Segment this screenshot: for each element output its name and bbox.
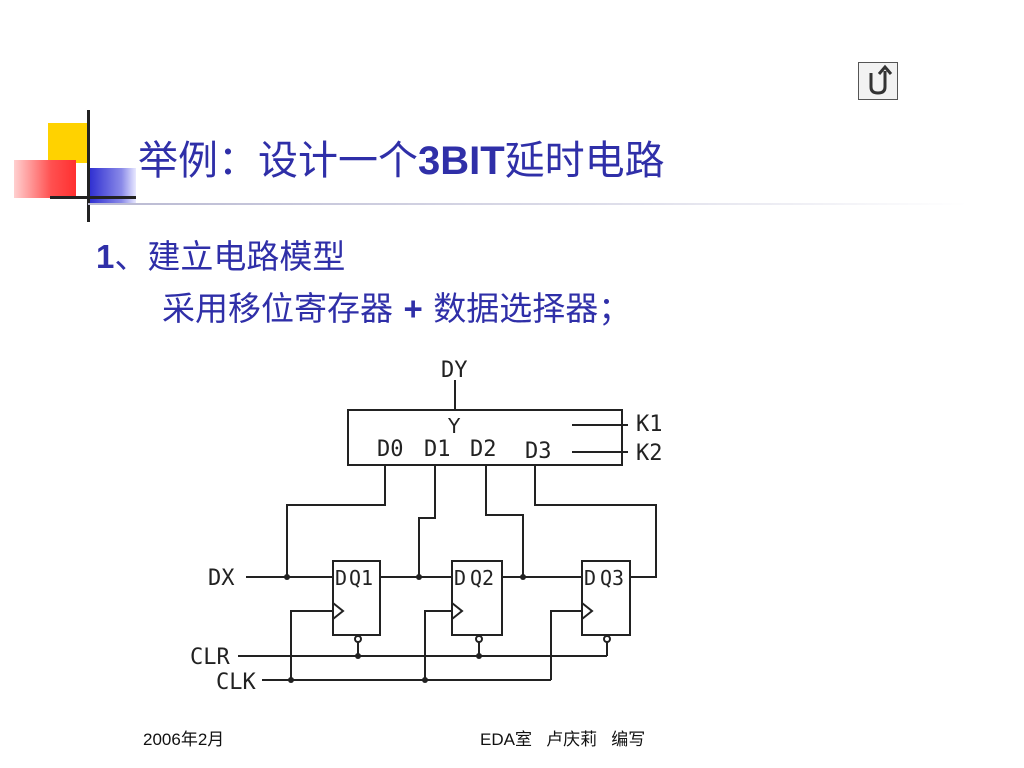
ff3-d-label: D [584,566,596,590]
page-title: 举例：设计一个3BIT延时电路 [138,138,665,184]
ff3-q-label: Q3 [600,566,624,590]
footer-author: EDA室 卢庆莉 编写 [480,730,646,749]
section-description: 采用移位寄存器 + 数据选择器； [162,289,632,328]
return-arrow-icon [869,64,893,95]
ff1-d-label: D [335,566,347,590]
decoration-red-block [14,160,76,198]
section-heading: 1、建立电路模型 [96,237,346,276]
select-k1-label: K1 [636,412,663,437]
decoration-horizontal-line [50,196,136,199]
flipflop-1 [332,560,381,636]
clr-label: CLR [190,645,230,670]
ff2-q-label: Q2 [470,566,494,590]
ff1-q-label: Q1 [349,566,373,590]
flipflop-3 [581,560,631,636]
mux-y-label: Y [447,414,461,438]
select-k2-label: K2 [636,441,663,466]
mux-output-label: DY [441,358,468,383]
footer-date: 2006年2月 [143,730,225,749]
decoration-vertical-line [87,110,90,222]
dx-label: DX [208,566,235,591]
clk-label: CLK [216,670,256,695]
flipflop-2 [451,560,503,636]
ff2-d-label: D [454,566,466,590]
return-button[interactable] [858,62,898,100]
mux-input-d2: D2 [470,437,497,462]
decoration-yellow-block [48,123,88,163]
mux-input-d1: D1 [424,437,451,462]
title-rule [88,203,968,205]
mux-input-d3: D3 [525,439,552,464]
mux-input-d0: D0 [377,437,404,462]
